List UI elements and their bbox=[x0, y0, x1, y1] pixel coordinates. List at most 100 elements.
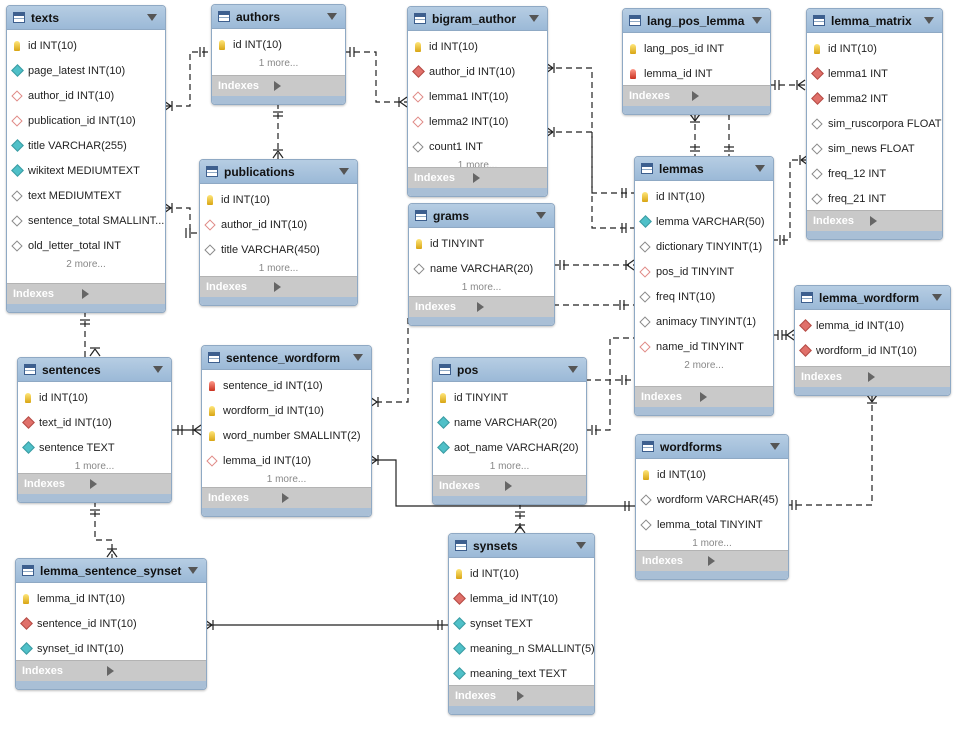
table-header[interactable]: pos bbox=[433, 358, 586, 382]
expand-arrow-icon[interactable] bbox=[505, 481, 578, 491]
expand-arrow-icon[interactable] bbox=[274, 282, 349, 292]
more-columns-link[interactable]: 1 more... bbox=[461, 282, 502, 293]
collapse-arrow-icon[interactable] bbox=[576, 542, 586, 549]
column-row[interactable]: sentence_total SMALLINT... bbox=[7, 208, 165, 233]
column-row[interactable]: id INT(10) bbox=[408, 34, 547, 59]
column-row[interactable]: text_id INT(10) bbox=[18, 410, 171, 435]
column-row[interactable]: aot_name VARCHAR(20) bbox=[433, 435, 586, 460]
indexes-section[interactable]: Indexes bbox=[409, 296, 554, 317]
collapse-arrow-icon[interactable] bbox=[339, 168, 349, 175]
collapse-arrow-icon[interactable] bbox=[536, 212, 546, 219]
column-row[interactable]: id INT(10) bbox=[200, 187, 357, 212]
indexes-section[interactable]: Indexes bbox=[635, 386, 773, 407]
table-header[interactable]: synsets bbox=[449, 534, 594, 558]
column-row[interactable]: sentence_id INT(10) bbox=[16, 611, 206, 636]
collapse-arrow-icon[interactable] bbox=[932, 294, 942, 301]
column-row[interactable]: sentence_id INT(10) bbox=[202, 373, 371, 398]
table-header[interactable]: lemma_matrix bbox=[807, 9, 942, 33]
table-header[interactable]: authors bbox=[212, 5, 345, 29]
indexes-section[interactable]: Indexes bbox=[795, 366, 950, 387]
column-row[interactable]: id TINYINT bbox=[409, 231, 554, 256]
column-row[interactable]: animacy TINYINT(1) bbox=[635, 309, 773, 334]
column-row[interactable]: name VARCHAR(20) bbox=[433, 410, 586, 435]
indexes-section[interactable]: Indexes bbox=[636, 550, 788, 571]
column-row[interactable]: synset TEXT bbox=[449, 611, 594, 636]
column-row[interactable]: sim_news FLOAT bbox=[807, 136, 942, 161]
column-row[interactable]: id INT(10) bbox=[807, 36, 942, 61]
indexes-section[interactable]: Indexes bbox=[7, 283, 165, 304]
column-row[interactable]: author_id INT(10) bbox=[200, 212, 357, 237]
column-row[interactable]: lemma_total TINYINT bbox=[636, 512, 788, 537]
column-row[interactable]: title VARCHAR(450) bbox=[200, 237, 357, 262]
column-row[interactable]: lemma2 INT bbox=[807, 86, 942, 111]
indexes-section[interactable]: Indexes bbox=[433, 475, 586, 496]
column-row[interactable]: dictionary TINYINT(1) bbox=[635, 234, 773, 259]
more-columns-link[interactable]: 1 more... bbox=[74, 461, 115, 472]
collapse-arrow-icon[interactable] bbox=[147, 14, 157, 21]
indexes-section[interactable]: Indexes bbox=[202, 487, 371, 508]
expand-arrow-icon[interactable] bbox=[81, 289, 158, 299]
table-header[interactable]: lemmas bbox=[635, 157, 773, 181]
column-row[interactable]: wikitext MEDIUMTEXT bbox=[7, 158, 165, 183]
more-columns-link[interactable]: 1 more... bbox=[258, 58, 299, 69]
expand-arrow-icon[interactable] bbox=[868, 372, 942, 382]
column-row[interactable]: lemma_id INT(10) bbox=[449, 586, 594, 611]
table-header[interactable]: grams bbox=[409, 204, 554, 228]
column-row[interactable]: id INT(10) bbox=[636, 462, 788, 487]
more-columns-link[interactable]: 1 more... bbox=[489, 461, 530, 472]
collapse-arrow-icon[interactable] bbox=[188, 567, 198, 574]
collapse-arrow-icon[interactable] bbox=[770, 443, 780, 450]
table-header[interactable]: sentences bbox=[18, 358, 171, 382]
more-columns-link[interactable]: 2 more... bbox=[684, 360, 724, 371]
more-columns-link[interactable]: 1 more... bbox=[266, 474, 307, 485]
column-row[interactable]: freq INT(10) bbox=[635, 284, 773, 309]
column-row[interactable]: pos_id TINYINT bbox=[635, 259, 773, 284]
collapse-arrow-icon[interactable] bbox=[529, 15, 539, 22]
expand-arrow-icon[interactable] bbox=[274, 81, 337, 91]
column-row[interactable]: page_latest INT(10) bbox=[7, 58, 165, 83]
more-columns-link[interactable]: 1 more... bbox=[258, 263, 299, 274]
column-row[interactable]: old_letter_total INT bbox=[7, 233, 165, 258]
table-header[interactable]: lemma_wordform bbox=[795, 286, 950, 310]
expand-arrow-icon[interactable] bbox=[517, 691, 586, 701]
column-row[interactable]: publication_id INT(10) bbox=[7, 108, 165, 133]
column-row[interactable]: lemma VARCHAR(50) bbox=[635, 209, 773, 234]
column-row[interactable]: lemma1 INT bbox=[807, 61, 942, 86]
column-row[interactable]: id INT(10) bbox=[635, 184, 773, 209]
table-header[interactable]: lang_pos_lemma bbox=[623, 9, 770, 33]
indexes-section[interactable]: Indexes bbox=[623, 85, 770, 106]
column-row[interactable]: lang_pos_id INT bbox=[623, 36, 770, 61]
column-row[interactable]: meaning_n SMALLINT(5) bbox=[449, 636, 594, 661]
column-row[interactable]: sentence TEXT bbox=[18, 435, 171, 460]
column-row[interactable]: id INT(10) bbox=[7, 33, 165, 58]
column-row[interactable]: lemma_id INT(10) bbox=[795, 313, 950, 338]
more-columns-link[interactable]: 1 more... bbox=[692, 538, 732, 549]
column-row[interactable]: name VARCHAR(20) bbox=[409, 256, 554, 281]
column-row[interactable]: id INT(10) bbox=[18, 385, 171, 410]
column-row[interactable]: freq_12 INT bbox=[807, 161, 942, 186]
expand-arrow-icon[interactable] bbox=[473, 173, 539, 183]
collapse-arrow-icon[interactable] bbox=[153, 366, 163, 373]
indexes-section[interactable]: Indexes bbox=[807, 210, 942, 231]
column-row[interactable]: title VARCHAR(255) bbox=[7, 133, 165, 158]
column-row[interactable]: lemma_id INT(10) bbox=[202, 448, 371, 473]
expand-arrow-icon[interactable] bbox=[692, 91, 762, 101]
column-row[interactable]: lemma_id INT bbox=[623, 61, 770, 86]
more-columns-link[interactable]: 2 more... bbox=[66, 259, 106, 270]
column-row[interactable]: author_id INT(10) bbox=[7, 83, 165, 108]
indexes-section[interactable]: Indexes bbox=[449, 685, 594, 706]
expand-arrow-icon[interactable] bbox=[106, 666, 199, 676]
column-row[interactable]: synset_id INT(10) bbox=[16, 636, 206, 661]
table-header[interactable]: wordforms bbox=[636, 435, 788, 459]
column-row[interactable]: lemma1 INT(10) bbox=[408, 84, 547, 109]
